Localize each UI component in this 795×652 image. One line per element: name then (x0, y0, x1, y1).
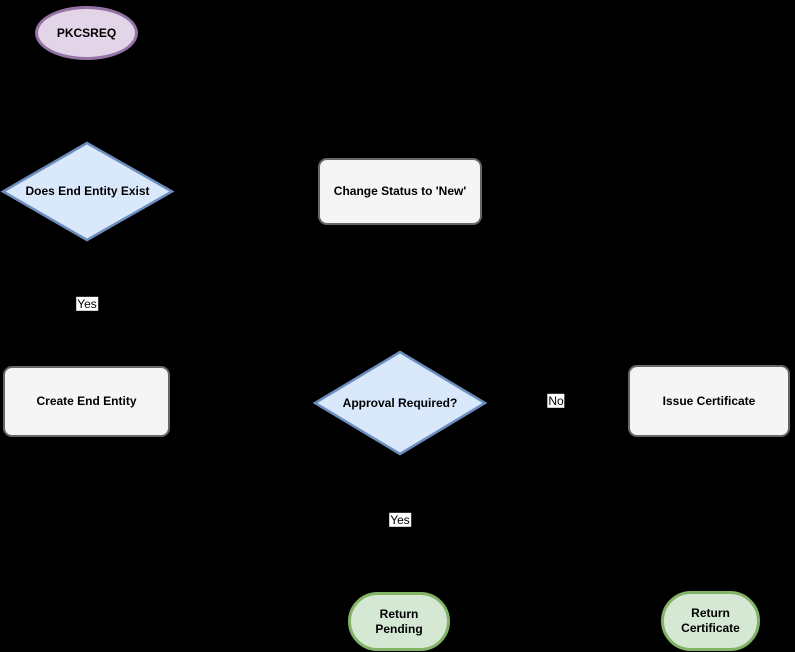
node-label: Return Pending (375, 606, 423, 636)
node-approval-required: Approval Required? (312, 350, 488, 456)
node-label: Issue Certificate (662, 393, 756, 408)
node-create-end-entity: Create End Entity (3, 366, 170, 437)
node-return-certificate: Return Certificate (661, 591, 760, 651)
diamond-polygon (312, 350, 488, 456)
node-label: Change Status to 'New' (333, 184, 467, 198)
diamond-shape-icon (312, 350, 488, 456)
node-change-status-to-new: Change Status to 'New' (318, 158, 482, 225)
node-does-end-entity-exist: Does End Entity Exist (0, 141, 175, 242)
node-return-pending: Return Pending (348, 592, 450, 651)
node-label: Does End Entity Exist (25, 184, 150, 198)
diamond-shape-icon (0, 141, 175, 242)
node-issue-certificate: Issue Certificate (628, 365, 790, 437)
node-label: Create End Entity (36, 394, 137, 408)
edge-label-yes: Yes (76, 296, 98, 312)
edge-label-no: No (547, 393, 565, 409)
node-label: PKCSREQ (56, 25, 117, 40)
node-label: Return Certificate (681, 606, 740, 635)
edge-label-yes: Yes (389, 512, 411, 528)
diamond-polygon (0, 141, 175, 242)
node-pkcsreq: PKCSREQ (35, 6, 138, 60)
node-label: Approval Required? (342, 395, 458, 410)
